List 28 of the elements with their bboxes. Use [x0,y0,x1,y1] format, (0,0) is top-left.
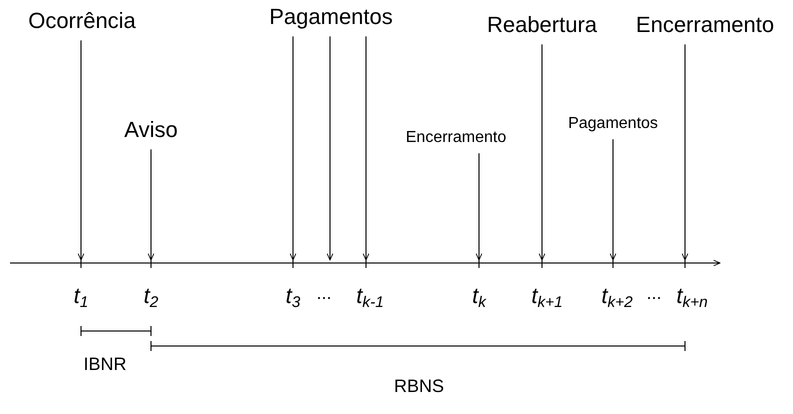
time-label: t$_{2}$ [144,283,158,312]
event-label: Pagamentos [568,114,658,134]
arrow [610,138,616,260]
text-label: ... [316,283,332,305]
text-label: ... [646,283,662,305]
time-label: t$_{k+n}$ [676,283,708,312]
event-label: Ocorrência [28,8,136,34]
time-label: t$_{k}$ [472,283,486,312]
arrow [290,36,296,260]
event-label: Pagamentos [269,4,393,30]
time-label: t$_{k+1}$ [531,283,563,312]
time-label: t$_{k+2}$ [601,283,633,312]
time-label: t$_{k-1}$ [356,283,384,312]
time-label: t$_{1}$ [74,283,88,312]
arrow [682,44,688,260]
text-label: IBNR [84,354,126,376]
arrow [326,36,334,260]
event-label: Reabertura [486,12,598,38]
event-label: Encerramento [636,12,774,38]
arrow [78,40,84,260]
time-label: t$_{3}$ [286,283,300,312]
text-label: RBNS [394,376,444,398]
event-label: Encerramento [406,128,506,148]
arrow [362,36,370,260]
arrow [538,44,546,260]
arrow [148,148,154,260]
event-label: Aviso [124,117,178,144]
arrow [476,152,482,260]
